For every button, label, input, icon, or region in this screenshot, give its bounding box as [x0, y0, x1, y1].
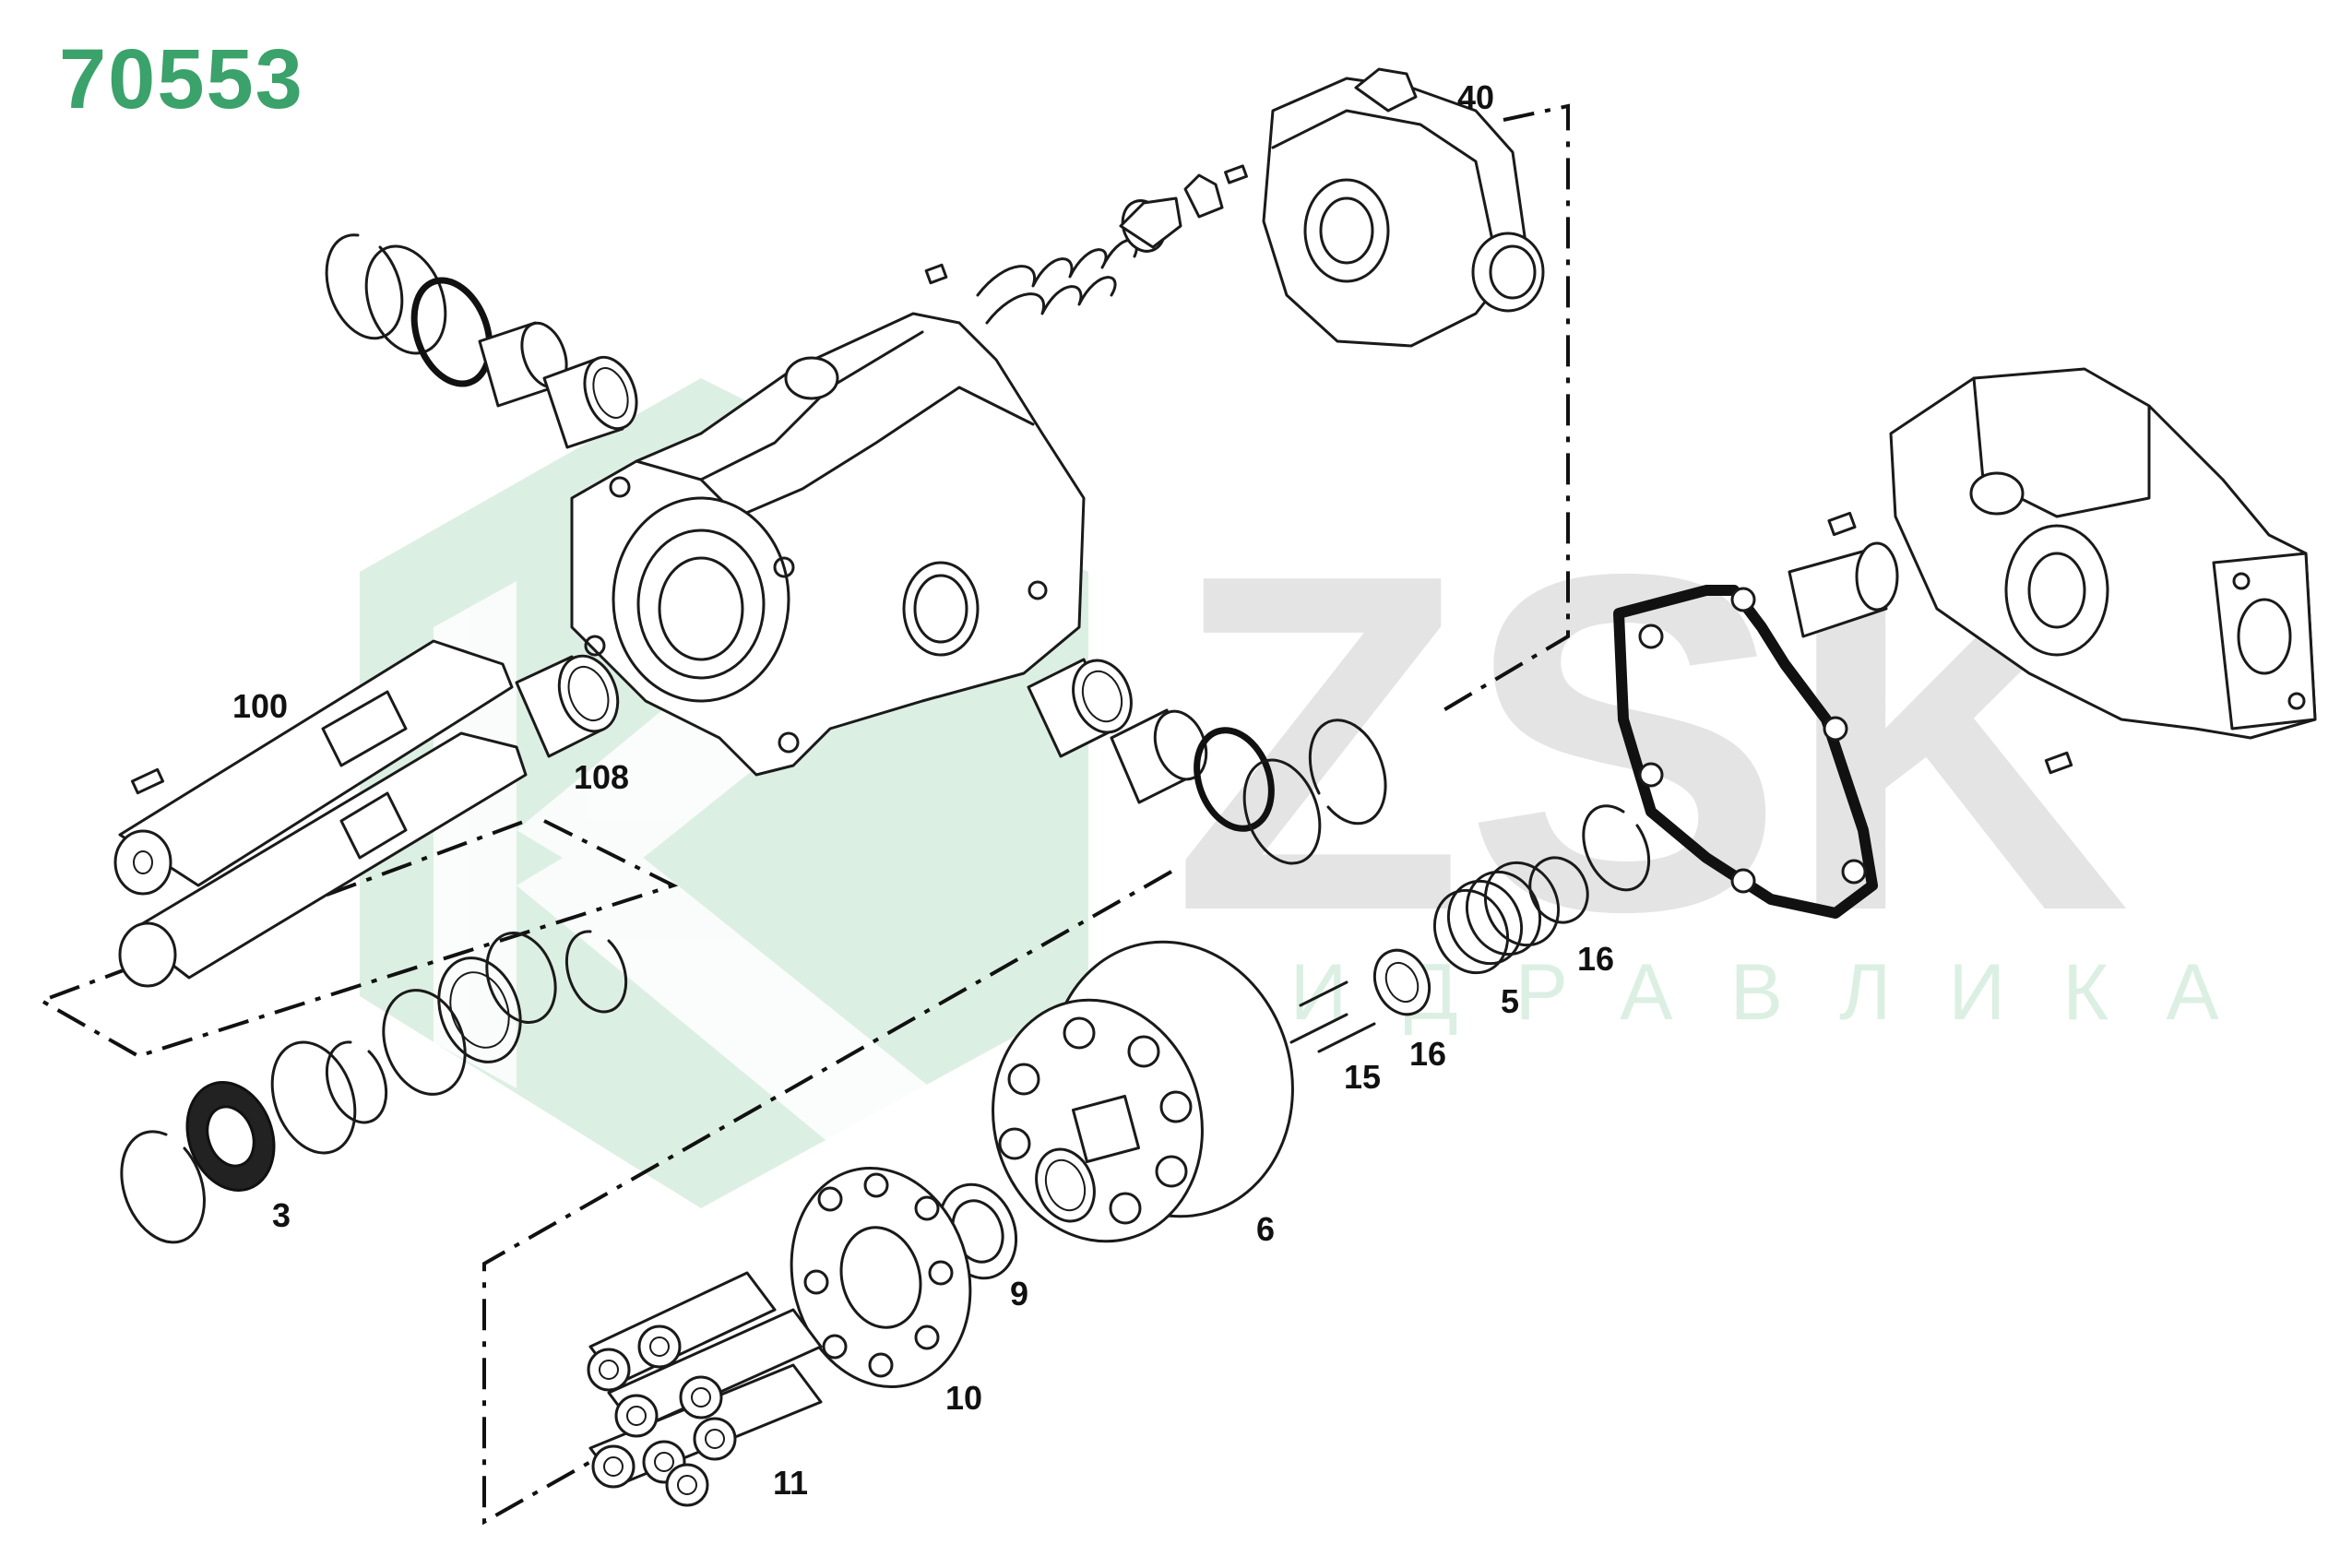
part-10-retainer-plate: [790, 1167, 972, 1388]
rear-cover-housing: [1788, 367, 2317, 775]
shaft-seal-stack: [270, 930, 628, 1155]
drive-shaft-lower: [118, 731, 528, 988]
snap-ring-right: [1308, 719, 1387, 826]
washer-stack-3: [270, 1040, 357, 1155]
part-40-regulator-housing: [1262, 67, 1545, 348]
needle-bearing-right: [1027, 658, 1133, 758]
pin-small-top: [924, 263, 948, 285]
snap-ring-stack-1: [564, 930, 628, 1014]
shaft-upper-spline: [321, 690, 408, 767]
rear-bearing-set: [1027, 658, 1387, 865]
callout-16-right: 16: [1577, 940, 1614, 978]
part-16-washer-left: [1372, 948, 1431, 1016]
thrust-bearing: [437, 956, 522, 1063]
washer-right: [1242, 758, 1322, 865]
part-16-washer-right: [1528, 856, 1589, 924]
callout-16-left: 16: [1409, 1035, 1446, 1073]
rear-cover-gasket: [1613, 585, 1878, 919]
part-16-snap-ring-right: [1582, 804, 1651, 892]
callout-40: 40: [1457, 78, 1494, 116]
callout-100: 100: [232, 687, 288, 725]
housing-top-boss: [784, 356, 839, 400]
part-108-needle-bearing: [515, 654, 620, 758]
needle-bearing-top: [542, 355, 638, 449]
rear-cover-pins: [1827, 511, 2073, 775]
shaft-lower-spline: [339, 791, 408, 860]
watermark-tagline: ГИДРАВЛИКА: [1190, 948, 2276, 1037]
main-pump-housing: [570, 312, 1086, 777]
housing-front-flange: [612, 496, 790, 703]
callout-5: 5: [1501, 982, 1519, 1020]
part-3-oil-seal: [120, 1081, 276, 1244]
callout-15: 15: [1344, 1058, 1381, 1096]
callout-11: 11: [773, 1464, 808, 1502]
washer-top: [364, 244, 447, 355]
callout-3: 3: [272, 1196, 291, 1234]
callout-10: 10: [945, 1379, 982, 1417]
shaft-upper-end: [113, 829, 172, 896]
shaft-lower-end: [118, 921, 177, 988]
regulator-spring: [976, 238, 1138, 325]
washer-stack-1: [485, 932, 557, 1024]
pin-small-top-right: [1224, 164, 1248, 184]
bushing-right: [1110, 708, 1208, 804]
callout-6: 6: [1256, 1210, 1275, 1248]
washer-stack-2: [382, 989, 467, 1096]
drive-shaft-upper: [113, 639, 514, 896]
o-ring-top: [410, 277, 493, 387]
callout-108: 108: [574, 758, 629, 796]
part-100-drive-shafts: [113, 639, 528, 988]
part-15-pins: [1289, 980, 1376, 1053]
part-11-piston-set: [587, 1271, 823, 1507]
snap-ring-set-top: [325, 233, 638, 449]
part-5-cylinder-spring: [1432, 861, 1561, 975]
snap-ring-seal: [120, 1130, 206, 1244]
shaft-key: [130, 767, 165, 795]
callout-labels: 40 100 108 3 6 5 16 16 15 9 10 11: [232, 78, 1614, 1502]
cone-plug: [1183, 173, 1224, 219]
snap-ring-top: [325, 233, 404, 340]
snap-ring-stack-2: [325, 1040, 388, 1124]
spring-seat: [1119, 196, 1182, 253]
spring-ring-small: [1035, 1147, 1096, 1223]
cylinder-spring-group: [1289, 804, 1651, 1053]
callout-9: 9: [1010, 1275, 1028, 1313]
regulator-spring-group: [924, 164, 1248, 325]
rear-cover-bushing: [1788, 541, 1899, 638]
document-id: 70553: [59, 32, 304, 126]
